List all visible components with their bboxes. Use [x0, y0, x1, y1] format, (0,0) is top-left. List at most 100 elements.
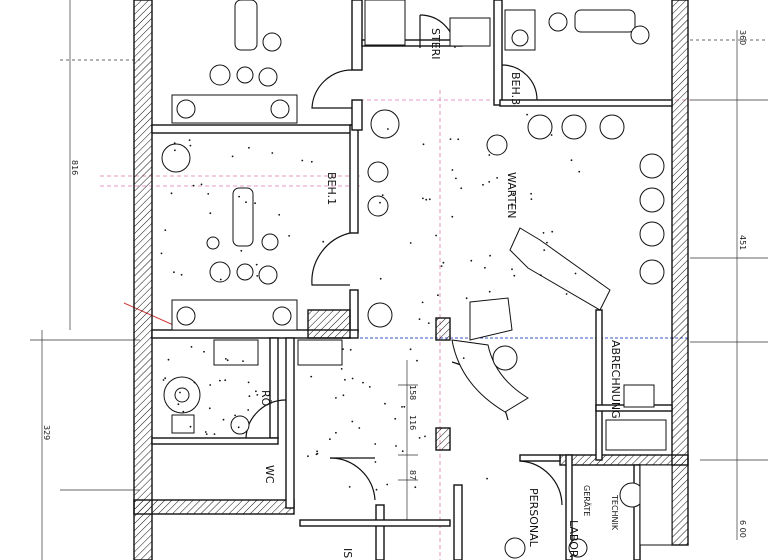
dimension-451: 451: [738, 235, 747, 250]
floor-dot: [362, 381, 364, 384]
floor-dot: [307, 455, 309, 458]
dimension-87: 87: [408, 470, 417, 480]
floor-dot: [245, 201, 247, 204]
floor-dot: [256, 275, 259, 277]
floor-dot: [208, 407, 211, 410]
dimension-labels: 360 816 451 329 6 00 158 116 87: [42, 30, 747, 538]
floor-dot: [395, 445, 397, 447]
floor-dot: [374, 443, 377, 445]
floor-dot: [256, 394, 259, 396]
floor-dot: [271, 152, 274, 154]
floor-dot: [189, 144, 192, 147]
floor-dot: [164, 377, 167, 380]
floor-dot: [374, 461, 377, 463]
floor-dot: [349, 348, 352, 351]
floor-dot: [421, 301, 424, 304]
floor-dot: [219, 278, 222, 281]
floor-dot: [513, 274, 516, 277]
floor-dot: [424, 435, 426, 438]
floor-dot: [344, 378, 346, 381]
floor-dot: [457, 138, 460, 141]
floor-dot: [255, 390, 257, 393]
floor-dot: [511, 203, 513, 206]
floor-dot: [470, 259, 473, 262]
floor-dots: [160, 113, 581, 491]
floor-dot: [403, 405, 406, 408]
floor-dot: [310, 375, 313, 378]
floor-dot: [542, 232, 545, 234]
floor-dot: [482, 183, 484, 186]
floor-dot: [484, 266, 486, 269]
floor-dot: [255, 263, 258, 266]
floor-dot: [189, 425, 192, 428]
room-label-warten: WARTEN: [505, 172, 518, 219]
floor-dot: [416, 359, 418, 362]
floor-dot: [386, 483, 389, 486]
floor-dot: [225, 358, 227, 360]
floor-dot: [238, 195, 241, 198]
floor-dot: [213, 433, 216, 435]
floor-dot: [486, 477, 488, 480]
floor-dot: [219, 379, 221, 382]
floor-dot: [177, 403, 180, 406]
dimension-329: 329: [42, 425, 51, 440]
floor-dot: [455, 177, 457, 180]
floor-dot: [530, 192, 532, 195]
room-label-wc: WC: [263, 465, 276, 484]
floor-dot: [387, 128, 389, 130]
floor-dot: [488, 154, 491, 156]
floor-dot: [288, 235, 290, 237]
floor-dot: [422, 197, 424, 200]
floor-dot: [570, 159, 573, 162]
floor-dot: [335, 397, 337, 399]
floor-dot: [182, 410, 185, 413]
floor-dot: [449, 138, 452, 141]
floor-dot: [160, 252, 163, 255]
floor-dot: [226, 359, 229, 362]
floor-dot: [205, 433, 208, 435]
floor-dot: [425, 198, 428, 201]
floor-dot: [546, 241, 548, 244]
floor-dot: [254, 202, 256, 205]
floor-dot: [310, 160, 313, 163]
floor-dot: [170, 192, 173, 195]
floor-dot: [409, 242, 412, 244]
floor-dot: [401, 450, 404, 453]
floor-dot: [440, 265, 443, 267]
floor-dot: [543, 249, 546, 252]
dimension-158: 158: [408, 385, 417, 400]
floor-dot: [278, 213, 281, 216]
floor-dot: [342, 394, 345, 397]
floor-dot: [409, 348, 412, 351]
furniture: [161, 0, 673, 559]
floor-dot: [414, 486, 417, 489]
floor-dot: [511, 268, 513, 271]
floor-dot: [381, 194, 384, 197]
floor-dot: [451, 215, 454, 218]
floor-dot: [351, 377, 354, 380]
dimension-116: 116: [408, 415, 417, 430]
floor-dot: [209, 384, 212, 386]
floor-dot: [526, 113, 528, 116]
floor-dot: [348, 486, 351, 488]
floor-dot: [207, 193, 210, 195]
dimension-600: 6 00: [738, 520, 747, 538]
floor-dot: [222, 418, 225, 421]
floor-dot: [394, 417, 397, 420]
floor-dot: [204, 431, 207, 433]
floor-dot: [578, 170, 581, 173]
floor-dot: [488, 181, 491, 183]
room-labels: STERI BEH.3 BEH.1 WARTEN ABRECHNUNG RÖ W…: [259, 28, 622, 558]
floor-dot: [462, 357, 465, 359]
floor-dot: [329, 438, 331, 441]
interior-walls: [151, 0, 673, 560]
room-label-roe: RÖ: [259, 390, 272, 407]
floor-dot: [379, 201, 381, 204]
floor-dot: [550, 134, 553, 136]
floor-dot: [167, 358, 170, 361]
floor-dot: [322, 240, 325, 243]
floor-dot: [247, 381, 250, 384]
room-label-steri: STERI: [429, 28, 442, 60]
floor-dot: [574, 272, 577, 275]
floor-dot: [240, 249, 243, 252]
